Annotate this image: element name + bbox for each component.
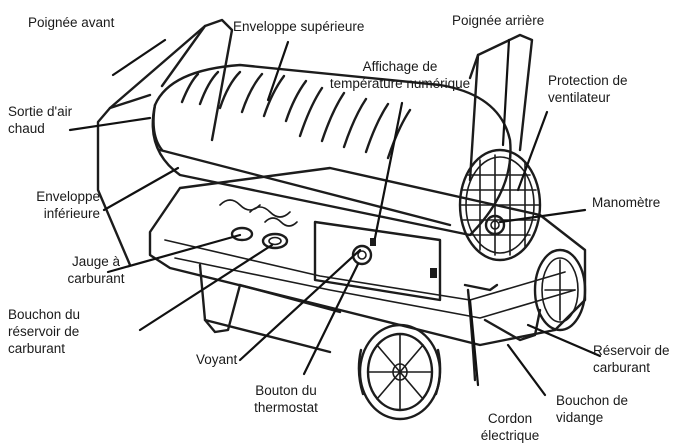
label-drain-plug-line2: vidange <box>556 410 604 425</box>
fan-guard-grille <box>458 148 542 262</box>
label-indicator-light: Voyant <box>196 351 237 368</box>
label-drain-plug: Bouchon de vidange <box>556 392 628 426</box>
label-indicator-light-text: Voyant <box>196 352 238 367</box>
label-tank-cap-line1: Bouchon du <box>8 307 81 322</box>
rear-handle-frame <box>468 33 534 182</box>
label-fuel-tank-line2: carburant <box>593 360 651 375</box>
front-wheel <box>357 323 442 421</box>
label-fan-guard: Protection de ventilateur <box>548 72 628 106</box>
leader-power-cord <box>468 298 480 387</box>
label-manometer-text: Manomètre <box>592 195 661 210</box>
rear-wheel <box>533 248 587 332</box>
label-thermostat-knob-line2: thermostat <box>254 400 318 415</box>
leader-hot-air-outlet <box>68 116 152 132</box>
label-fuel-gauge: Jauge à carburant <box>40 253 152 287</box>
label-hot-air-outlet: Sortie d'air chaud <box>8 103 72 137</box>
base-body <box>148 166 587 354</box>
label-lower-shell-line1: Enveloppe <box>36 189 100 204</box>
label-hot-air-outlet-line1: Sortie d'air <box>8 104 73 119</box>
leader-upper-shell <box>266 40 290 102</box>
label-manometer: Manomètre <box>592 194 660 211</box>
label-temp-display-line2: température numérique <box>329 76 471 91</box>
lower-vents <box>219 199 298 227</box>
label-power-cord-line2: électrique <box>480 428 540 443</box>
leader-tank-cap <box>138 243 274 332</box>
label-fuel-tank-line1: Réservoir de <box>593 343 670 358</box>
leader-drain-plug <box>506 343 547 397</box>
leader-temp-display <box>373 101 404 240</box>
label-thermostat-knob: Bouton du thermostat <box>232 382 340 416</box>
leader-thermostat-knob <box>302 262 360 376</box>
label-upper-shell: Enveloppe supérieure <box>233 18 364 35</box>
leader-rear-handle <box>501 38 511 147</box>
label-front-handle-text: Poignée avant <box>28 15 115 30</box>
leader-fuel-gauge <box>106 233 242 274</box>
label-hot-air-outlet-line2: chaud <box>8 121 45 136</box>
label-upper-shell-text: Enveloppe supérieure <box>233 19 365 34</box>
upper-cylinder <box>151 63 512 237</box>
leader-lower-shell <box>102 166 180 212</box>
label-power-cord-line1: Cordon <box>487 411 533 426</box>
leader-fuel-tank <box>526 323 602 358</box>
label-fan-guard-line1: Protection de <box>548 73 628 88</box>
label-fan-guard-line2: ventilateur <box>548 90 611 105</box>
power-cord-drawing <box>463 283 499 382</box>
label-fuel-gauge-line2: carburant <box>67 271 125 286</box>
label-rear-handle-text: Poignée arrière <box>452 13 545 28</box>
label-temp-display-line1: Affichage de <box>362 59 438 74</box>
label-temp-display: Affichage de température numérique <box>305 58 495 92</box>
front-handle-frame <box>96 18 234 267</box>
label-tank-cap-line3: carburant <box>8 341 66 356</box>
label-lower-shell: Enveloppe inférieure <box>8 188 100 222</box>
leader-indicator-light <box>238 248 362 362</box>
leader-front-handle <box>111 38 167 77</box>
label-lower-shell-line2: inférieure <box>43 206 100 221</box>
leader-fan-guard <box>516 110 549 192</box>
label-tank-cap-line2: réservoir de <box>8 324 80 339</box>
label-tank-cap: Bouchon du réservoir de carburant <box>8 306 80 357</box>
label-power-cord: Cordon électrique <box>460 410 560 444</box>
leader-lines <box>68 38 602 397</box>
gauge-and-cap <box>230 226 289 250</box>
label-fuel-tank: Réservoir de carburant <box>593 342 670 376</box>
label-drain-plug-line1: Bouchon de <box>556 393 629 408</box>
label-front-handle: Poignée avant <box>28 14 114 31</box>
control-panel <box>313 220 442 302</box>
label-fuel-gauge-line1: Jauge à <box>71 254 121 269</box>
label-thermostat-knob-line1: Bouton du <box>255 383 317 398</box>
leader-manometer <box>498 208 587 224</box>
label-rear-handle: Poignée arrière <box>452 12 544 29</box>
heater-illustration <box>96 18 587 421</box>
